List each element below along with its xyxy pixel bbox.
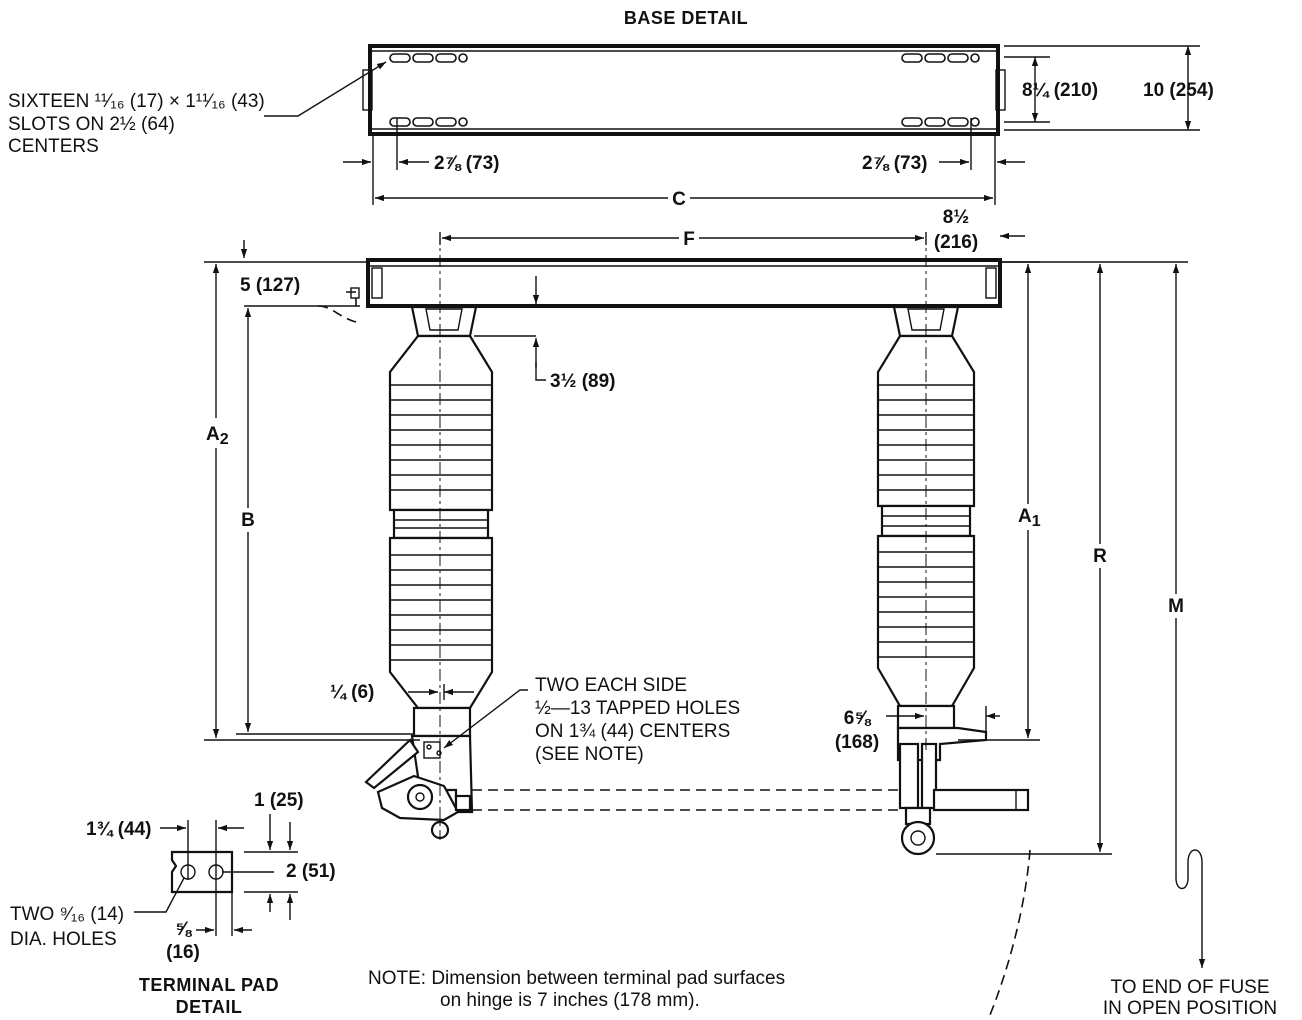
base-end-tab-left — [362, 69, 373, 111]
dim-8-half: 8½ — [943, 207, 969, 228]
terminal-pad-detail: 1¾ (44) 1 (25) 2 (51) ⅝ (16) TWO ⁹⁄₁₆ (1… — [10, 790, 336, 1017]
base-detail-view: SIXTEEN ¹¹⁄₁₆ (17) × 1¹¹⁄₁₆ (43) SLOTS O… — [8, 44, 1214, 210]
tapped-note-line2: ½—13 TAPPED HOLES — [535, 698, 740, 719]
fuse-open-arc — [989, 849, 1031, 1016]
dim-b: B — [241, 510, 255, 531]
holes-note-line2: DIA. HOLES — [10, 929, 117, 950]
slots-note-line2: SLOTS ON 2½ (64) — [8, 114, 175, 135]
dim-quarter-6: ¼ (6) — [330, 682, 374, 703]
dim-r: R — [1093, 546, 1107, 567]
fuse-end-line2: IN OPEN POSITION — [1103, 998, 1277, 1019]
base-end-tab-right — [995, 69, 1006, 111]
dim-c: C — [672, 189, 686, 210]
note-line1: NOTE: Dimension between terminal pad sur… — [368, 968, 785, 989]
fuse-contact-arm — [932, 788, 1030, 812]
note-line2: on hinge is 7 inches (178 mm). — [440, 990, 700, 1011]
dim-m: M — [1168, 596, 1184, 617]
dim-5-127: 5 (127) — [240, 275, 300, 296]
dim-3-half-89: 3½ (89) — [550, 371, 615, 392]
ground-connector — [317, 291, 357, 323]
terminal-pad-title-line1: TERMINAL PAD — [139, 975, 279, 995]
tapped-note-line3: ON 1¾ (44) CENTERS — [535, 721, 730, 742]
dim-5-8: ⅝ — [175, 919, 192, 940]
slots-note-line3: CENTERS — [8, 136, 99, 157]
dim-8-quarter-210: 8¼ (210) — [1022, 80, 1098, 101]
dim-10-254: 10 (254) — [1143, 80, 1214, 101]
dim-5-8-mm: (16) — [166, 942, 200, 963]
dim-2-51: 2 (51) — [286, 861, 336, 882]
terminal-pad-title-line2: DETAIL — [176, 997, 243, 1017]
dim-6-5-8: 6⅝ — [844, 708, 872, 729]
switch-front-view: F 8½ (216) 5 (127) — [204, 207, 1277, 1019]
holes-note-line1: TWO ⁹⁄₁₆ (14) — [10, 904, 124, 925]
dim-left-2-7-8: 2⅞ (73) — [434, 153, 499, 174]
tapped-note-line1: TWO EACH SIDE — [535, 675, 687, 696]
right-insulator — [876, 305, 1030, 856]
base-channel-outline — [368, 44, 1000, 136]
slots-note-line1: SIXTEEN ¹¹⁄₁₆ (17) × 1¹¹⁄₁₆ (43) — [8, 91, 265, 112]
dim-f: F — [683, 229, 695, 250]
dim-a2: A2 — [206, 424, 229, 448]
dim-a1: A1 — [1018, 506, 1041, 530]
fuse-end-line1: TO END OF FUSE — [1110, 977, 1269, 998]
tapped-note-line4: (SEE NOTE) — [535, 744, 644, 765]
base-detail-title: BASE DETAIL — [624, 8, 748, 28]
dim-8-half-mm: (216) — [934, 232, 978, 253]
mounting-slots — [389, 53, 980, 127]
dim-1-25: 1 (25) — [254, 790, 304, 811]
terminal-pad-outline — [170, 850, 234, 894]
dim-6-5-8-mm: (168) — [835, 732, 879, 753]
base-channel — [366, 258, 1002, 308]
dim-right-2-7-8: 2⅞ (73) — [862, 153, 927, 174]
left-insulator — [364, 305, 494, 840]
dim-1-3-4-44: 1¾ (44) — [86, 819, 151, 840]
